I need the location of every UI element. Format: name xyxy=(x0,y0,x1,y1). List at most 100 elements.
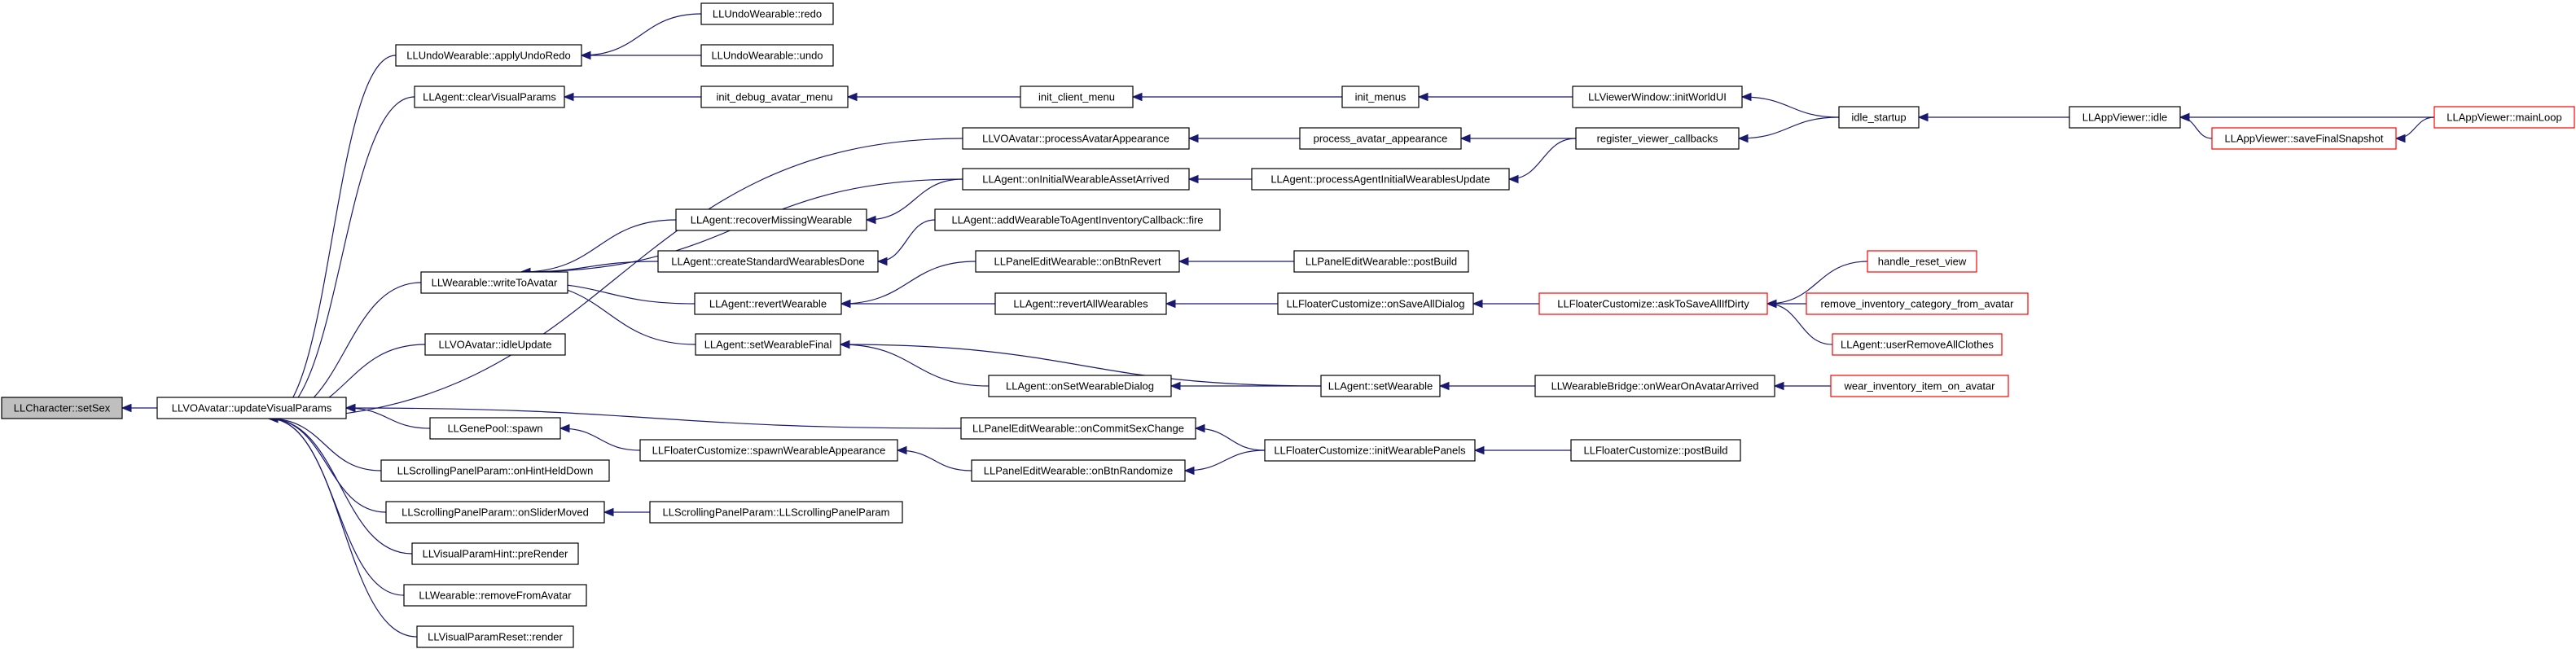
edge-process-avatar-appearance-to-update-visual-params xyxy=(268,138,963,419)
node-label: LLScrollingPanelParam::onSliderMoved xyxy=(402,506,589,519)
node-init-world-ui[interactable]: LLViewerWindow::initWorldUI xyxy=(1572,86,1743,108)
node-revert-wearable[interactable]: LLAgent::revertWearable xyxy=(694,292,842,315)
node-label: LLGenePool::spawn xyxy=(447,423,542,435)
node-box xyxy=(962,127,1190,150)
edge-user-remove-all-clothes-to-ask-to-save-all-if-dirty xyxy=(1766,303,1833,345)
node-label: remove_inventory_category_from_avatar xyxy=(1820,298,2014,310)
node-create-standard-wearables-done[interactable]: LLAgent::createStandardWearablesDone xyxy=(657,250,879,273)
node-user-remove-all-clothes[interactable]: LLAgent::userRemoveAllClothes xyxy=(1832,333,2003,356)
node-box xyxy=(424,333,566,356)
node-init-client-menu[interactable]: init_client_menu xyxy=(1020,86,1134,108)
node-init-debug-avatar-menu[interactable]: init_debug_avatar_menu xyxy=(700,86,849,108)
node-process-avatar-appearance[interactable]: LLVOAvatar::processAvatarAppearance xyxy=(962,127,1190,150)
node-undo[interactable]: LLUndoWearable::undo xyxy=(700,44,834,67)
node-box xyxy=(1299,127,1462,150)
node-panel-post-build[interactable]: LLPanelEditWearable::postBuild xyxy=(1293,250,1469,273)
node-redo[interactable]: LLUndoWearable::redo xyxy=(700,2,834,25)
node-update-visual-params[interactable]: LLVOAvatar::updateVisualParams xyxy=(156,397,347,419)
node-label: LLAgent::clearVisualParams xyxy=(423,91,556,103)
node-set-sex[interactable]: LLCharacter::setSex xyxy=(1,397,123,419)
node-process-agent-initial-wearables-update[interactable]: LLAgent::processAgentInitialWearablesUpd… xyxy=(1251,168,1510,191)
edge-arrowhead xyxy=(1473,445,1485,455)
node-on-commit-sex-change[interactable]: LLPanelEditWearable::onCommitSexChange xyxy=(960,417,1196,440)
node-label: LLPanelEditWearable::postBuild xyxy=(1306,256,1457,268)
node-box xyxy=(1570,439,1741,462)
node-handle-reset-view[interactable]: handle_reset_view xyxy=(1867,250,1977,273)
node-spawn-wearable-appearance[interactable]: LLFloaterCustomize::spawnWearableAppeara… xyxy=(639,439,898,462)
node-floater-post-build[interactable]: LLFloaterCustomize::postBuild xyxy=(1570,439,1741,462)
edge-arrowhead xyxy=(1507,174,1519,184)
edge-gene-pool-spawn-to-update-visual-params xyxy=(345,407,431,429)
node-box xyxy=(1838,106,1920,129)
node-label: LLFloaterCustomize::askToSaveAllIfDirty xyxy=(1557,298,1749,310)
node-revert-all-wearables[interactable]: LLAgent::revertAllWearables xyxy=(994,292,1167,315)
node-box xyxy=(414,86,565,108)
node-box xyxy=(420,271,568,294)
node-apply-undo-redo[interactable]: LLUndoWearable::applyUndoRedo xyxy=(395,44,582,67)
node-label: LLVOAvatar::updateVisualParams xyxy=(172,402,332,414)
node-scrolling-panel-ctor[interactable]: LLScrollingPanelParam::LLScrollingPanelP… xyxy=(649,501,903,524)
edge-spawn-wearable-appearance-to-gene-pool-spawn xyxy=(560,428,641,451)
node-reset-render[interactable]: LLVisualParamReset::render xyxy=(416,625,574,648)
node-on-initial-wearable-asset-arrived[interactable]: LLAgent::onInitialWearableAssetArrived xyxy=(962,168,1190,191)
node-label: LLWearableBridge::onWearOnAvatarArrived xyxy=(1551,380,1759,392)
node-recover-missing-wearable[interactable]: LLAgent::recoverMissingWearable xyxy=(675,208,867,231)
edge-arrowhead xyxy=(896,445,907,455)
node-clear-visual-params[interactable]: LLAgent::clearVisualParams xyxy=(414,86,565,108)
node-box xyxy=(1534,375,1775,397)
node-ask-to-save-all-if-dirty[interactable]: LLFloaterCustomize::askToSaveAllIfDirty xyxy=(1538,292,1768,315)
node-box xyxy=(2211,127,2397,150)
edge-arrowhead xyxy=(1438,381,1450,391)
node-on-btn-randomize[interactable]: LLPanelEditWearable::onBtnRandomize xyxy=(971,459,1186,482)
node-main-loop[interactable]: LLAppViewer::mainLoop xyxy=(2433,106,2575,129)
node-register-viewer-callbacks[interactable]: register_viewer_callbacks xyxy=(1575,127,1740,150)
edge-recover-missing-wearable-to-write-to-avatar xyxy=(520,219,677,273)
node-label: LLCharacter::setSex xyxy=(14,402,111,414)
edge-save-final-snapshot-to-app-idle xyxy=(2179,116,2213,139)
edge-arrowhead xyxy=(563,92,574,102)
node-on-hint-held-down[interactable]: LLScrollingPanelParam::onHintHeldDown xyxy=(380,459,610,482)
node-write-to-avatar[interactable]: LLWearable::writeToAvatar xyxy=(420,271,568,294)
node-app-idle[interactable]: LLAppViewer::idle xyxy=(2069,106,2181,129)
edge-arrowhead xyxy=(1773,381,1784,391)
node-set-wearable-final[interactable]: LLAgent::setWearableFinal xyxy=(695,333,841,356)
edge-arrowhead xyxy=(2179,112,2190,122)
node-on-set-wearable-dialog[interactable]: LLAgent::onSetWearableDialog xyxy=(988,375,1172,397)
node-box xyxy=(657,250,879,273)
node-label: handle_reset_view xyxy=(1878,256,1967,268)
node-save-final-snapshot[interactable]: LLAppViewer::saveFinalSnapshot xyxy=(2211,127,2397,150)
node-box xyxy=(988,375,1172,397)
node-label: LLFloaterCustomize::spawnWearableAppeara… xyxy=(652,445,886,457)
node-box xyxy=(1277,292,1474,315)
node-init-wearable-panels[interactable]: LLFloaterCustomize::initWearablePanels xyxy=(1264,439,1476,462)
node-label: LLAgent::setWearableFinal xyxy=(704,339,832,351)
edge-on-slider-moved-to-update-visual-params xyxy=(268,418,387,513)
node-init-menus[interactable]: init_menus xyxy=(1341,86,1420,108)
node-on-save-all-dialog[interactable]: LLFloaterCustomize::onSaveAllDialog xyxy=(1277,292,1474,315)
edge-arrowhead xyxy=(1737,134,1749,143)
node-box xyxy=(385,501,605,524)
node-label: LLAgent::addWearableToAgentInventoryCall… xyxy=(951,214,1203,226)
node-set-wearable[interactable]: LLAgent::setWearable xyxy=(1320,375,1441,397)
node-idle-update[interactable]: LLVOAvatar::idleUpdate xyxy=(424,333,566,356)
edge-arrowhead xyxy=(2394,134,2406,143)
node-remove-inventory-category-from-avatar[interactable]: remove_inventory_category_from_avatar xyxy=(1806,292,2029,315)
node-label: LLUndoWearable::undo xyxy=(711,50,823,62)
node-box xyxy=(1,397,123,419)
node-gene-pool-spawn[interactable]: LLGenePool::spawn xyxy=(429,417,561,440)
node-idle-startup[interactable]: idle_startup xyxy=(1838,106,1920,129)
node-box xyxy=(1575,127,1740,150)
node-pre-render[interactable]: LLVisualParamHint::preRender xyxy=(411,542,579,565)
edge-clear-visual-params-to-update-visual-params xyxy=(268,96,415,419)
node-on-wear-on-avatar-arrived[interactable]: LLWearableBridge::onWearOnAvatarArrived xyxy=(1534,375,1775,397)
node-remove-from-avatar[interactable]: LLWearable::removeFromAvatar xyxy=(403,584,587,607)
edge-arrowhead xyxy=(1183,466,1195,476)
node-on-btn-revert[interactable]: LLPanelEditWearable::onBtnRevert xyxy=(975,250,1180,273)
node-on-slider-moved[interactable]: LLScrollingPanelParam::onSliderMoved xyxy=(385,501,605,524)
node-box xyxy=(1251,168,1510,191)
node-box xyxy=(1264,439,1476,462)
node-add-wearable-cb-fire[interactable]: LLAgent::addWearableToAgentInventoryCall… xyxy=(934,208,1221,231)
node-label: wear_inventory_item_on_avatar xyxy=(1844,380,1996,392)
node-wear-inventory-item-on-avatar[interactable]: wear_inventory_item_on_avatar xyxy=(1830,375,2009,397)
node-process-avatar-appearance[interactable]: process_avatar_appearance xyxy=(1299,127,1462,150)
